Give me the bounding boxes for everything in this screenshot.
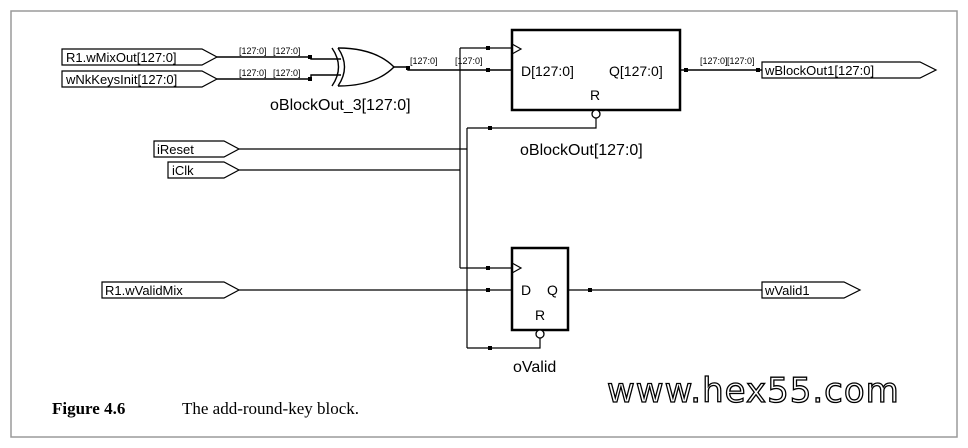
bus-label-mix-b: [127:0]: [273, 46, 301, 56]
valid-register-reset-bubble: [535, 329, 545, 339]
valid-register-d-pin: D: [521, 282, 531, 298]
bus-label-xor-a: [127:0]: [410, 56, 438, 66]
figure-number: Figure 4.6: [52, 399, 125, 418]
junction-clk-valid: [486, 266, 490, 270]
bus-label-mix-a: [127:0]: [239, 46, 267, 56]
xor-gate: [331, 47, 395, 87]
port-ireset-label: iReset: [157, 142, 194, 157]
block-register-reset-bubble: [591, 109, 601, 119]
port-mix-out-label: R1.wMixOut[127:0]: [66, 50, 177, 65]
port-iclk: [167, 161, 241, 179]
valid-register-q-pin: Q: [547, 282, 558, 298]
valid-register-clock-mark: [511, 262, 523, 274]
bus-junction-mix: [308, 55, 312, 59]
junction-reset-valid: [488, 346, 492, 350]
xor-instance-label: oBlockOut_3[127:0]: [270, 97, 411, 114]
bus-label-key-a: [127:0]: [239, 68, 267, 78]
junction-valid-in: [486, 288, 490, 292]
valid-register-instance-label: oValid: [513, 359, 556, 376]
bus-label-key-b: [127:0]: [273, 68, 301, 78]
port-nk-keys-init-label: wNkKeysInit[127:0]: [65, 72, 177, 87]
junction-reset-block: [488, 126, 492, 130]
bus-junction-xor-a: [406, 66, 410, 70]
bus-junction-xor-b: [486, 68, 490, 72]
port-ireset: [153, 140, 241, 158]
block-register-r-pin: R: [590, 87, 600, 103]
port-iclk-label: iClk: [172, 163, 194, 178]
port-nk-keys-init: [61, 70, 219, 88]
port-valid-mix: [101, 281, 241, 299]
block-register-instance-label: oBlockOut[127:0]: [520, 142, 643, 159]
port-mix-out: [61, 48, 219, 66]
bus-label-xor-b: [127:0]: [455, 56, 483, 66]
junction-clk-block: [486, 46, 490, 50]
bus-junction-out-a: [684, 68, 688, 72]
figure-frame: [10, 10, 958, 438]
valid-register: [510, 246, 570, 332]
port-valid-mix-label: R1.wValidMix: [105, 283, 183, 298]
valid-register-r-pin: R: [535, 307, 545, 323]
wire-xor-out: [394, 66, 512, 71]
port-block-out1-label: wBlockOut1[127:0]: [764, 63, 874, 78]
bus-label-out-a: [127:0]: [700, 56, 728, 66]
wire-mix-bus: [217, 56, 341, 60]
bus-label-out-b: [127:0]: [727, 56, 755, 66]
bus-junction-out-b: [756, 68, 760, 72]
block-register-clock-mark: [511, 43, 523, 55]
junction-valid-out: [588, 288, 592, 292]
block-register-d-pin: D[127:0]: [521, 63, 574, 79]
watermark-text: www.hex55.com: [607, 371, 900, 411]
block-register-q-pin: Q[127:0]: [609, 63, 663, 79]
port-valid1-label: wValid1: [764, 283, 810, 298]
figure-caption: The add-round-key block.: [182, 399, 359, 418]
wire-reset-block: [467, 118, 597, 129]
port-valid1: [761, 281, 862, 299]
wire-reset-valid: [467, 338, 541, 349]
bus-junction-key: [308, 77, 312, 81]
port-block-out1: [761, 61, 938, 79]
